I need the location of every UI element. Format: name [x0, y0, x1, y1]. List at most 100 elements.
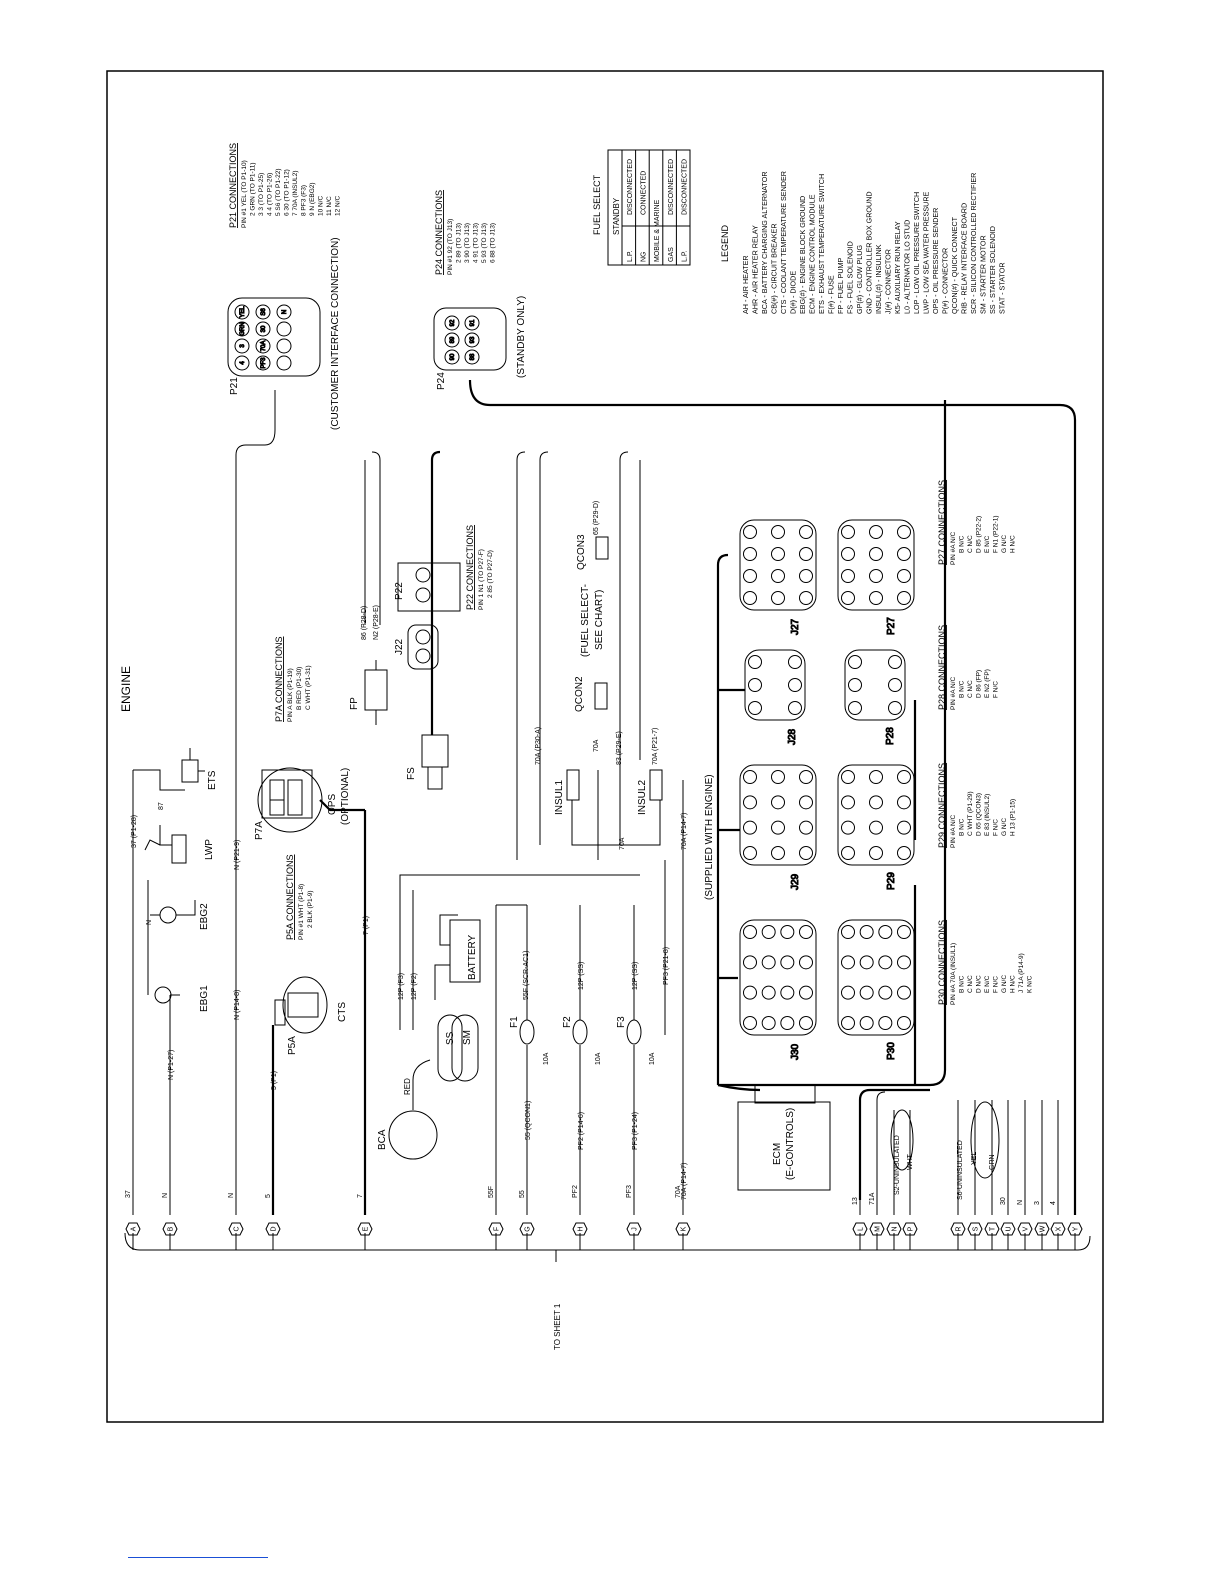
wire-label-p12f3-17: 12P (F3) — [398, 973, 405, 1000]
ets-switch — [181, 748, 205, 783]
connector-pin — [276, 321, 292, 337]
starter — [437, 1014, 479, 1082]
fuel-pump — [364, 660, 388, 725]
connector-pin — [276, 355, 292, 371]
terminal-letter: L — [858, 1227, 865, 1231]
connector-pin — [897, 925, 911, 939]
table-row: 3 90 (TO J13) — [464, 223, 471, 263]
terminal-hex — [886, 1222, 902, 1236]
terminal-letter: H — [578, 1226, 585, 1231]
table-title: P28 CONNECTIONS — [937, 625, 947, 710]
table-row: PIN #A N/C — [950, 531, 957, 565]
table-title: P29 CONNECTIONS — [937, 763, 947, 848]
cts-sender — [274, 976, 328, 1034]
table-row: C WHT (P1-29) — [967, 791, 974, 836]
connector-pin — [255, 355, 271, 371]
wire-label-f-6: 55F (SCR-AC1) — [523, 951, 530, 1000]
fuel-select-status: DISCONNECTED — [681, 159, 688, 215]
wire-label-n-15: N — [146, 920, 153, 925]
legend-item: K5- AUXILIARY RUN RELAY — [893, 221, 902, 314]
cts-label: CTS — [337, 1002, 348, 1022]
connector-pin — [897, 795, 911, 810]
terminal-letter: S — [973, 1226, 980, 1231]
connector-pin — [848, 701, 862, 715]
table-row: C N/C — [967, 535, 974, 553]
table-row: 4 91 (TO J13) — [473, 223, 480, 263]
terminal-v: VN — [1017, 1200, 1033, 1250]
pin-label: 3 — [240, 344, 246, 348]
legend-item: STAT - STATOR — [998, 262, 1007, 314]
connector-pin — [897, 591, 911, 605]
connector-pin — [444, 332, 460, 348]
table-row: F N/C — [993, 681, 1000, 698]
table-title: P21 CONNECTIONS — [228, 143, 238, 228]
connector-pin — [897, 985, 911, 1000]
table-title: P22 CONNECTIONS — [465, 525, 475, 610]
ebg1-label: EBG1 — [199, 985, 210, 1012]
connector-pin — [771, 525, 785, 539]
wire-label-fp2-20: N2 (P28-E) — [373, 605, 380, 640]
customer-interface-label: (CUSTOMER INTERFACE CONNECTION) — [330, 237, 341, 430]
insul2-label: INSUL2 — [637, 780, 648, 815]
table-row: G N/C — [1001, 818, 1008, 836]
terminal-hex — [519, 1222, 535, 1236]
connector-pin — [841, 795, 855, 810]
table-row: F N/C — [993, 819, 1000, 836]
terminal-letter: D — [271, 1226, 278, 1231]
connector-pin — [464, 332, 480, 348]
terminal-wire-label: 37 — [125, 1190, 132, 1198]
terminal-b: BN — [162, 1193, 178, 1250]
bca-alternator — [388, 1059, 438, 1160]
table-row: B N/C — [959, 535, 966, 553]
terminal-letter: V — [1023, 1226, 1030, 1231]
terminal-hex — [902, 1222, 918, 1236]
footer-rule — [128, 1557, 268, 1558]
table-row: B N/C — [959, 680, 966, 698]
connector-pin — [897, 770, 911, 784]
connector-pin — [761, 955, 776, 970]
terminal-letter: E — [363, 1226, 370, 1231]
p28-label: P28 — [885, 727, 896, 745]
pin-label: 4 — [240, 361, 246, 365]
terminal-s: S — [967, 1222, 983, 1250]
legend-item: EBG(#) - ENGINE BLOCK GROUND — [798, 196, 807, 314]
engine-title: ENGINE — [119, 666, 133, 712]
connector-pin — [780, 955, 795, 970]
terminal-letter: A — [131, 1226, 138, 1231]
connector-pin — [255, 338, 271, 354]
connector-pin — [771, 770, 785, 784]
connector-pin — [799, 591, 813, 605]
connector-pin — [743, 925, 757, 939]
table-row: B RED (P1-30) — [296, 667, 303, 710]
fuel-solenoid — [421, 734, 449, 790]
connector-pin — [788, 678, 802, 692]
terminal-hex — [626, 1222, 642, 1236]
connector-pin — [878, 925, 893, 939]
connector-pin — [799, 925, 813, 939]
wire-label-w87-16: 87 — [158, 802, 165, 810]
fuses — [519, 1019, 642, 1045]
terminal-y: Y — [1067, 1222, 1083, 1250]
terminal-hex — [852, 1222, 868, 1236]
legend-item: SS - STARTER SOLENOID — [988, 226, 997, 314]
wire-label-s6-29: S6-UNINSULATED — [957, 1140, 964, 1200]
pin-label: S6 — [261, 308, 267, 316]
table-row: PIN #A N/C — [950, 814, 957, 848]
legend-item: L0 - ALTERNATOR LO STUD — [903, 220, 912, 314]
table-row: PIN #1 YEL (TO P1-10) — [241, 160, 248, 228]
table-row: 2 BLK (P1-9) — [307, 890, 314, 928]
wire-label-wht-28: WHT — [907, 1153, 914, 1170]
terminal-c: CN — [228, 1193, 244, 1250]
legend-item: P(#) - CONNECTOR — [941, 248, 950, 314]
connector-pin — [799, 547, 813, 561]
ops-label: OPS — [327, 794, 338, 815]
connector-pin — [444, 349, 460, 365]
table-row: F N/C — [993, 976, 1000, 993]
pin-label: PF3 — [261, 357, 267, 369]
f2-label: F2 — [562, 1016, 573, 1028]
